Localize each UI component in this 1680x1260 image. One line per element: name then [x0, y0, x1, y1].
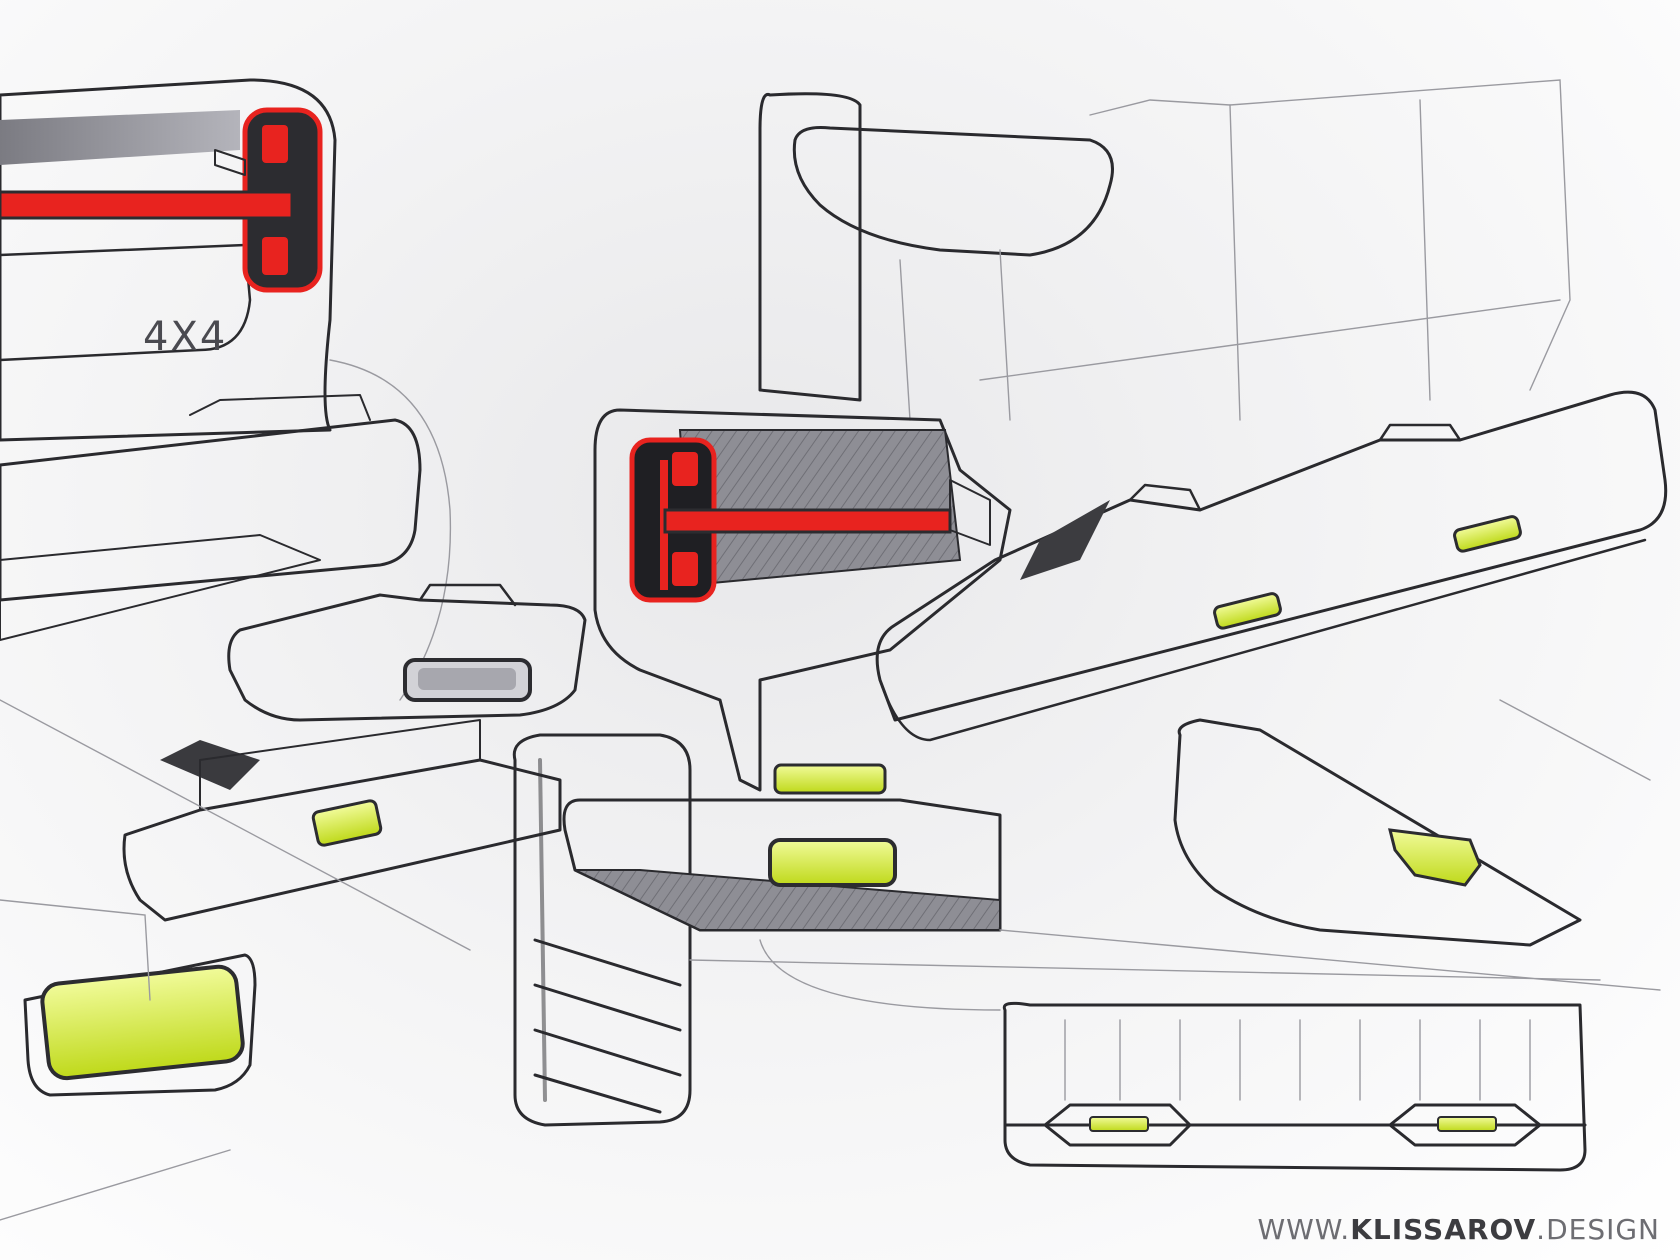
lime-light-top — [773, 763, 887, 795]
bottom-left-lamp — [0, 899, 257, 1221]
lime-light-bumper-1 — [1213, 592, 1282, 630]
lime-light-large — [40, 964, 245, 1081]
right-bumper-end — [1173, 718, 1582, 947]
lime-light-rear-2 — [1437, 1116, 1497, 1132]
lime-light-step-left — [311, 799, 383, 847]
lime-light-right — [1388, 828, 1482, 887]
tailgate-sketch-left: 4X4 — [0, 78, 452, 701]
center-post — [512, 733, 692, 1127]
lime-light-rear-1 — [1089, 1116, 1149, 1132]
center-light-bar — [663, 508, 952, 534]
center-light-lower — [672, 552, 698, 586]
left-step-bar — [122, 719, 562, 922]
center-light-upper — [672, 452, 698, 486]
tailgate-sketch-right — [758, 79, 1668, 742]
designer-credit: WWW.KLISSAROV.DESIGN — [1257, 1213, 1660, 1246]
lime-light-bumper-2 — [1453, 515, 1522, 553]
rear-panel — [1002, 1001, 1587, 1172]
badge-4x4: 4X4 — [143, 314, 227, 360]
center-tail-light — [593, 408, 1012, 792]
tail-light-upper — [262, 125, 288, 163]
mid-left-bumper — [227, 583, 587, 722]
tail-light-lower — [262, 237, 288, 275]
tail-light-bar — [0, 190, 294, 220]
construction-lines — [0, 699, 1661, 1011]
center-step — [562, 763, 1002, 932]
lime-light-center — [768, 838, 897, 887]
